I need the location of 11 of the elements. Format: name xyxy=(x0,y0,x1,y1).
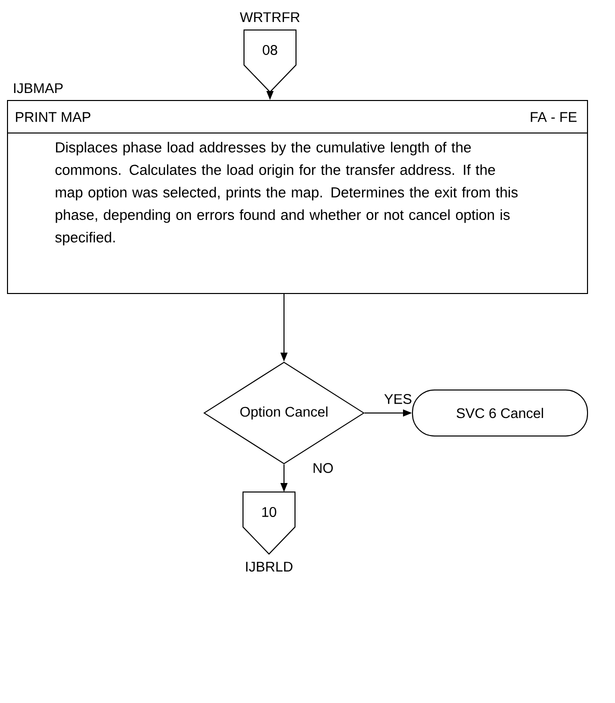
page-range: FA - FE xyxy=(530,112,577,122)
connector-label: IJBRLD xyxy=(246,562,292,572)
description-text: Displaces phase load addresses by the cumulative length of the commons. Calculates the load origin for the transfer address. If the map option was selected, prints the map. Determines the exit from this phase, depending on errors found and whether or not cancel option is specified. xyxy=(55,142,518,246)
box-heading: PRINT MAP xyxy=(16,112,90,122)
module-label: IJBMAP xyxy=(14,83,63,94)
edge-label: NO xyxy=(312,462,334,474)
edge-label: YES xyxy=(383,393,414,405)
terminal-box: SVC 6 Cancel xyxy=(412,390,588,436)
connector-number: 08 xyxy=(262,45,278,55)
connector-number: 10 xyxy=(262,507,276,517)
connector-label: WRTRFR xyxy=(240,12,300,22)
